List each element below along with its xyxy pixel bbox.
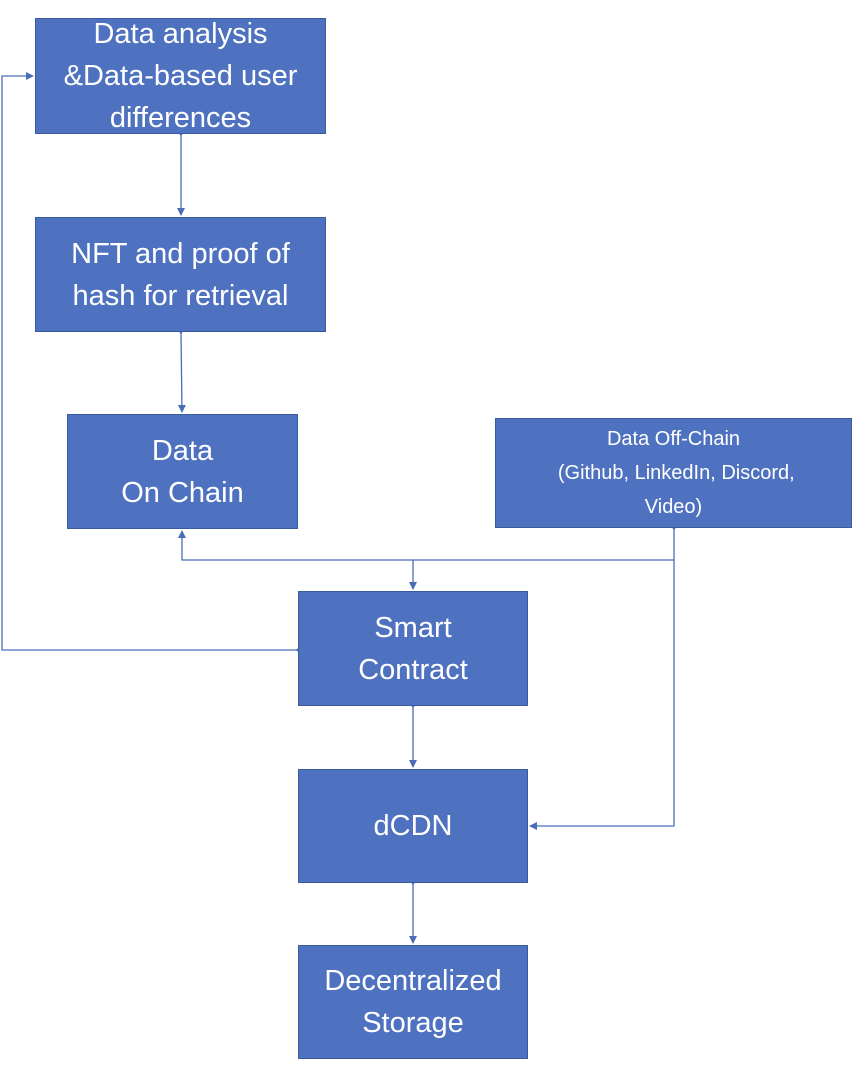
node-data-analysis: Data analysis &Data-based user differenc… — [35, 18, 326, 134]
edge-offchain-dcdn — [529, 523, 678, 830]
node-label-line: Data — [151, 434, 214, 467]
node-nft-proof: NFT and proof of hash for retrieval — [35, 217, 326, 332]
node-label-line: Contract — [358, 653, 468, 686]
node-label-line: Video) — [644, 496, 703, 518]
node-label-line: (Github, LinkedIn, Discord, — [552, 462, 795, 484]
node-label-line: Smart — [374, 611, 452, 644]
node-label-line: Decentralized — [324, 965, 502, 997]
node-smart-contract: Smart Contract — [298, 591, 528, 706]
node-label-line: Storage — [362, 1007, 464, 1039]
node-label-line: differences — [109, 102, 252, 134]
node-label-line: On Chain — [121, 476, 244, 509]
node-label-line: Data analysis — [93, 18, 268, 50]
node-dcdn: dCDN — [298, 769, 528, 883]
edge-contract-analysis — [1, 72, 303, 654]
node-label-line: dCDN — [373, 810, 453, 842]
edge-nft-onchain — [176, 326, 186, 413]
node-decentralized-storage: Decentralized Storage — [298, 945, 528, 1059]
node-data-off-chain: Data Off-Chain (Github, LinkedIn, Discor… — [495, 418, 852, 528]
node-label-line: &Data-based user — [63, 60, 298, 92]
node-label-line: Data Off-Chain — [606, 428, 741, 450]
node-label-line: NFT and proof of — [71, 237, 290, 270]
edge-offchain-onchain — [178, 530, 674, 561]
node-data-on-chain: Data On Chain — [67, 414, 298, 529]
node-label-line: hash for retrieval — [72, 279, 289, 312]
